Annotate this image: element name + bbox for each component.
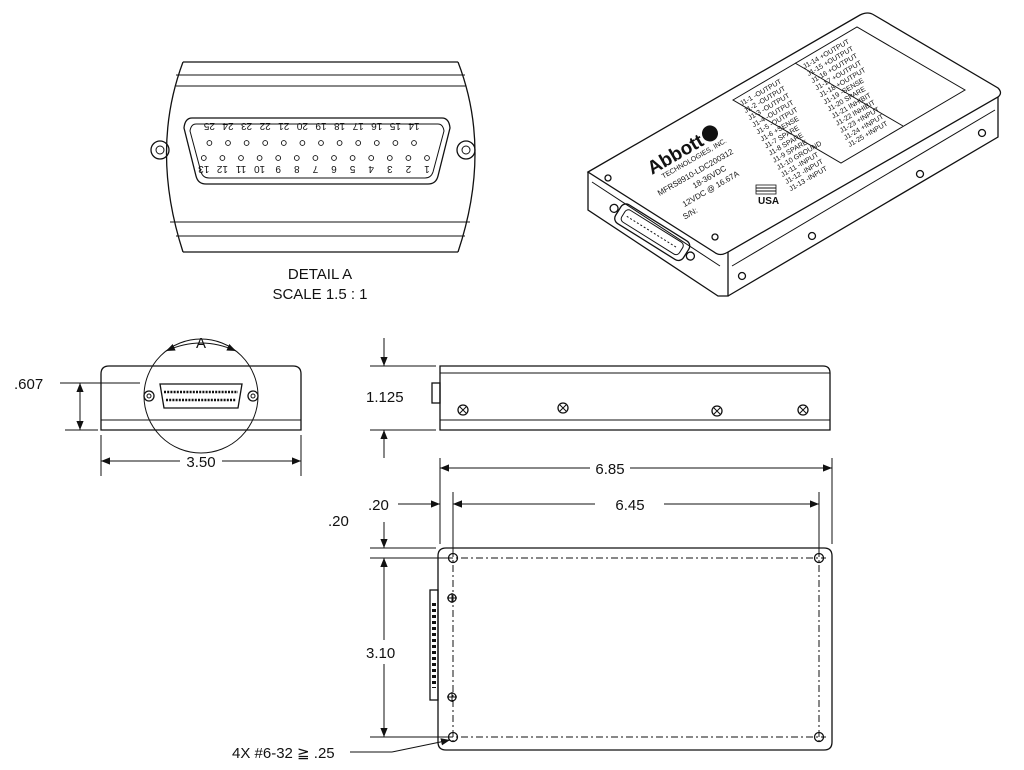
pin-number-label: 6 bbox=[331, 163, 337, 174]
iso-origin: USA bbox=[758, 196, 779, 207]
pin-number-label: 19 bbox=[315, 120, 327, 131]
dim-side-height: 1.125 bbox=[366, 389, 404, 406]
pin-contact bbox=[256, 155, 263, 161]
iso-side-face bbox=[727, 97, 999, 297]
side-view: 1.125 bbox=[366, 338, 831, 458]
dim-hole-spacing-width: 3.10 bbox=[366, 645, 395, 662]
section-label: A bbox=[196, 335, 206, 352]
pin-contact bbox=[349, 155, 356, 161]
dim-front-width: 3.50 bbox=[186, 454, 215, 471]
pin-contact bbox=[293, 155, 300, 161]
pin-contact bbox=[318, 140, 324, 146]
front-view: A .607 3.50 bbox=[14, 335, 302, 476]
pin-number-label: 24 bbox=[222, 120, 234, 131]
iso-pin-table bbox=[732, 26, 966, 164]
pin-contact bbox=[280, 140, 287, 146]
pin-number-label: 23 bbox=[241, 120, 253, 131]
detail-title: DETAIL A bbox=[288, 266, 352, 283]
pin-number-label: 9 bbox=[275, 163, 281, 174]
iso-connector bbox=[609, 203, 696, 262]
pin-number-label: 16 bbox=[371, 120, 383, 131]
pin-contact bbox=[331, 155, 337, 161]
pin-contact bbox=[206, 140, 213, 146]
pin-number-label: 4 bbox=[368, 163, 374, 174]
dim-mount-holes: 4X #6-32 ≧ .25 bbox=[232, 745, 335, 762]
pin-number-label: 20 bbox=[296, 120, 308, 131]
pin-number-label: 25 bbox=[203, 120, 215, 131]
detail-a-view: 1234567891011121314151617181920212223242… bbox=[150, 61, 476, 303]
pin-number-label: 1 bbox=[424, 163, 430, 174]
pin-number-label: 21 bbox=[278, 120, 290, 131]
pin-contact bbox=[238, 155, 244, 161]
pin-contact bbox=[411, 140, 417, 146]
front-connector bbox=[143, 383, 259, 409]
pin-number-label: 5 bbox=[349, 163, 355, 174]
pin-number-label: 13 bbox=[198, 163, 210, 174]
pin-number-label: 15 bbox=[389, 120, 401, 131]
pin-contact bbox=[200, 155, 207, 161]
pin-contact bbox=[225, 140, 231, 146]
dim-hole-spacing-length: 6.45 bbox=[615, 497, 644, 514]
pin-number-label: 17 bbox=[352, 120, 364, 131]
pin-contact bbox=[386, 155, 393, 161]
detail-a-callout-circle bbox=[143, 338, 259, 454]
pin-contact bbox=[299, 140, 306, 146]
pin-number-label: 22 bbox=[259, 120, 271, 131]
pin-contact bbox=[262, 140, 269, 146]
mount-holes bbox=[446, 550, 826, 745]
detail-screw-left bbox=[150, 140, 170, 160]
side-screws bbox=[457, 402, 809, 417]
pin-contact bbox=[312, 155, 319, 161]
detail-screw-right bbox=[456, 140, 476, 160]
pin-number-label: 14 bbox=[408, 120, 420, 131]
top-view: 6.85 6.45 .20 .20 3.10 4X #6-32 ≧ .25 bbox=[232, 458, 833, 762]
pin-contact bbox=[405, 155, 412, 161]
usa-flag-icon: USA bbox=[755, 184, 779, 207]
pin-contact bbox=[243, 140, 250, 146]
dim-overall-length: 6.85 bbox=[595, 461, 624, 478]
pin-contact bbox=[336, 140, 343, 146]
pin-number-label: 2 bbox=[405, 163, 411, 174]
iso-top-face bbox=[586, 12, 1002, 256]
pin-contact bbox=[392, 140, 399, 146]
pin-number-label: 18 bbox=[334, 120, 346, 131]
pin-number-label: 3 bbox=[387, 163, 393, 174]
pin-number-label: 7 bbox=[312, 163, 318, 174]
detail-connector-shell bbox=[183, 117, 451, 185]
pin-number-label: 8 bbox=[294, 163, 300, 174]
pin-contact bbox=[355, 140, 362, 146]
dim-hole-offset-y: .20 bbox=[328, 513, 349, 530]
dim-connector-height: .607 bbox=[14, 376, 43, 393]
pin-contact bbox=[373, 140, 380, 146]
pin-number-label: 10 bbox=[254, 163, 266, 174]
iso-front-face bbox=[587, 172, 729, 297]
iso-label: Abbott TECHNOLOGIES, INC. MFRS8910-LDC20… bbox=[644, 125, 741, 221]
pin-contact bbox=[368, 155, 375, 161]
brand-logo-icon bbox=[701, 125, 718, 142]
pin-number-label: 11 bbox=[235, 163, 246, 174]
pin-contact bbox=[219, 155, 226, 161]
pin-number-label: 12 bbox=[216, 163, 228, 174]
detail-scale: SCALE 1.5 : 1 bbox=[272, 286, 367, 303]
dim-hole-offset-x: .20 bbox=[368, 497, 389, 514]
pin-contact bbox=[424, 155, 430, 161]
iso-screws bbox=[604, 128, 987, 281]
pin-contact bbox=[275, 155, 282, 161]
